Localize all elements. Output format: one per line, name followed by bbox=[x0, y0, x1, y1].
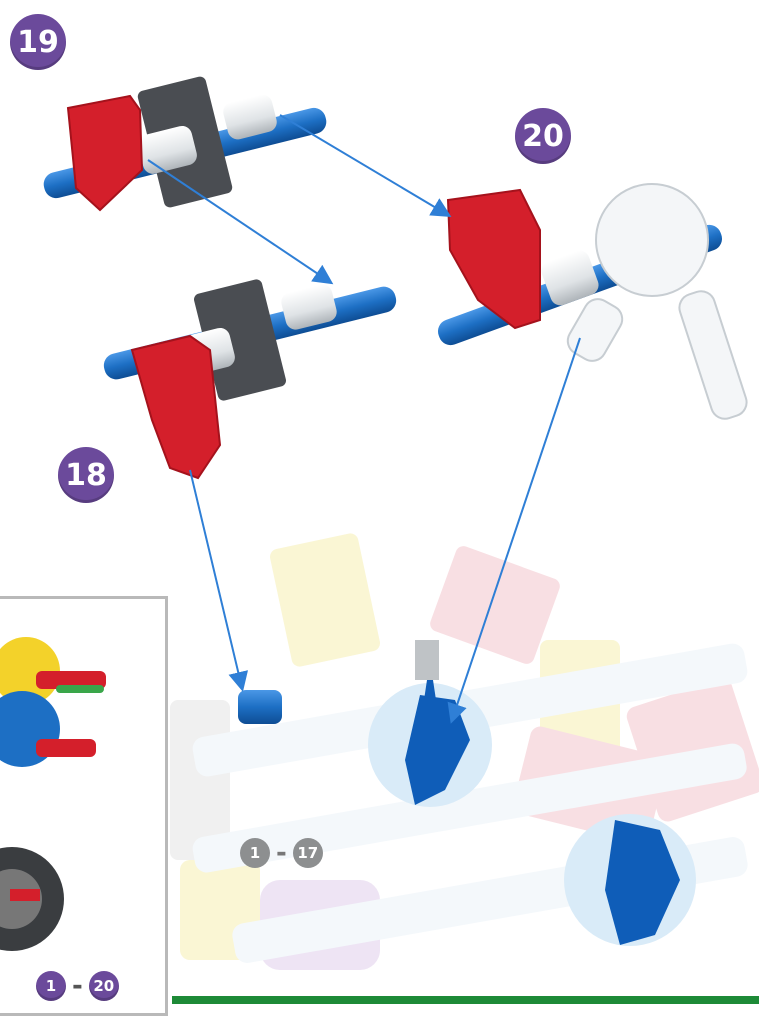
steps-range-main: 1 - 17 bbox=[240, 838, 323, 868]
steps-range-inset: 1 - 20 bbox=[36, 971, 119, 1001]
range-inset-to: 20 bbox=[89, 971, 119, 1001]
blue-gear-upper bbox=[368, 640, 492, 807]
blue-connector-target bbox=[238, 690, 282, 724]
blue-gear-lower bbox=[564, 814, 696, 946]
step-18-assembly bbox=[101, 278, 398, 478]
range-inset-from: 1 bbox=[36, 971, 66, 1001]
inset-model-illustration bbox=[0, 599, 168, 1019]
step-19-badge: 19 bbox=[10, 14, 66, 70]
range-main-separator: - bbox=[276, 838, 287, 868]
range-main-from: 1 bbox=[240, 838, 270, 868]
step-20-badge: 20 bbox=[515, 108, 571, 164]
step-18-badge: 18 bbox=[58, 447, 114, 503]
inset-preview-panel: 1 - 20 bbox=[0, 596, 168, 1016]
step-19-assembly bbox=[41, 75, 329, 210]
footer-green-bar bbox=[172, 996, 759, 1004]
range-inset-separator: - bbox=[72, 971, 83, 1001]
step-20-assembly bbox=[435, 184, 751, 422]
range-main-to: 17 bbox=[293, 838, 323, 868]
